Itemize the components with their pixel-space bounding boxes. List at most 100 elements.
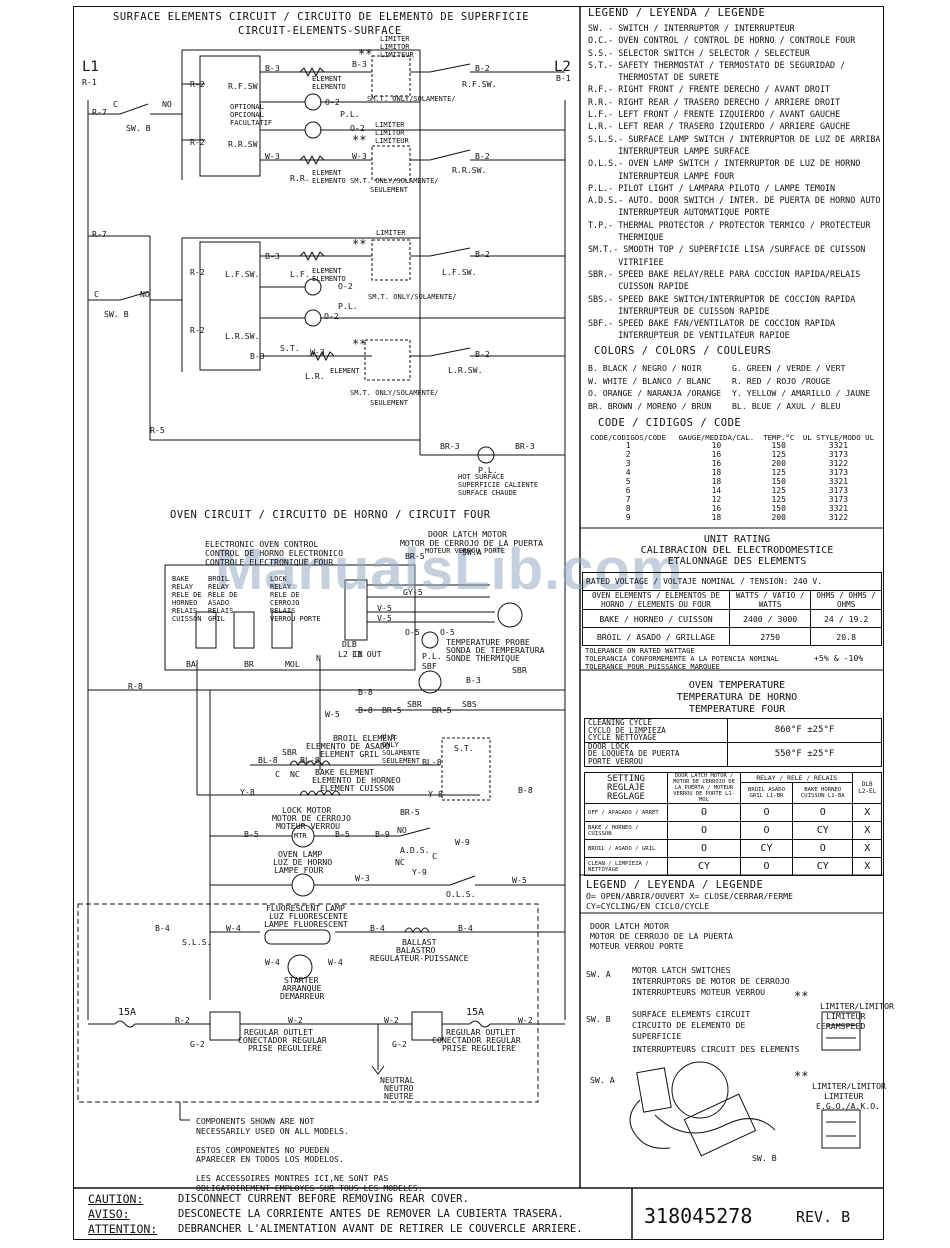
codes-cell: 18 [711, 477, 722, 487]
codes-cell: 3321 [828, 441, 849, 451]
sw-b-callout: SW. B [752, 1153, 777, 1163]
settings-table: SETTING REGLAJE REGLAGE DOOR LATCH MOTOR… [584, 771, 882, 876]
probe-3: SONDE THERMIQUE [446, 653, 520, 663]
wire-b2-lr: B-2 [475, 349, 490, 359]
broil-relay: BROIL RELAY RELE DE ASADO RELAIS GRIL [208, 575, 238, 623]
bake-el-1: BAKE ELEMENT [315, 767, 375, 777]
wire-b5-b: B-5 [335, 829, 350, 839]
sbr-label-c: SBR [282, 747, 297, 757]
seulement-2: SEULEMENT [370, 186, 408, 194]
starter-2: ARRANQUE [282, 983, 322, 993]
latch-swa-3: INTERRUPTEURS MOTEUR VERROU [632, 987, 766, 997]
lr-sw-right: L.R.SW. [448, 365, 483, 375]
codes-cell: 18 [711, 513, 722, 523]
probe-2: SONDA DE TEMPERATURA [446, 645, 545, 655]
oven-lamp-3: LAMPE FOUR [274, 865, 324, 875]
settings-cell: O [667, 821, 741, 840]
ot-lock-label: DOOR LOCK DE LOQUETA DE PUERTA PORTE VER… [584, 741, 728, 767]
wire-w4-c: W-4 [328, 957, 343, 967]
limitor-label-2: LIMITOR [375, 129, 405, 137]
aviso-text: DESCONECTE LA CORRIENTE ANTES DE REMOVER… [178, 1208, 564, 1220]
rr-elemento: ELEMENTO [312, 177, 346, 185]
ads-label: A.D.S. [400, 845, 430, 855]
smt-only-1: SM.T. ONLY/SOLAMENTE/ [367, 95, 456, 103]
l1-label: L1 [82, 59, 99, 75]
codes-cell: 16 [711, 459, 722, 469]
wire-v5-b: V-5 [377, 613, 392, 623]
legend2-line1: O= OPEN/ABRIR/OUVERT X= CLOSE/CERRAR/FER… [586, 891, 794, 901]
codes-cell: 7 [625, 495, 631, 505]
optional-rf: OPTIONAL [230, 103, 264, 111]
wire-w3-lr: W-3 [310, 347, 325, 357]
lim1-label-3: CERAMSPEED [816, 1021, 866, 1031]
settings-cell: CY [792, 857, 854, 876]
sw-no: NO [162, 99, 172, 109]
latch-swb-4: INTERRUPTEURS CIRCUIT DES ELEMENTS [632, 1044, 800, 1054]
rf-switch-label: R.F.SW. [228, 81, 263, 91]
wire-b9: B-9 [375, 829, 390, 839]
lf-element: ELEMENT [312, 267, 342, 275]
broil-el-3: ELEMENT GRIL [320, 749, 380, 759]
legend2-title: LEGEND / LEYENDA / LEGENDE [586, 879, 764, 891]
sw-c-b: C [94, 289, 99, 299]
attention-text: DEBRANCHER L'ALIMENTATION AVANT DE RETIR… [178, 1223, 583, 1235]
sw-no-b: NO [140, 289, 150, 299]
surface-chaude-label: SURFACE CHAUDE [458, 489, 518, 497]
wire-b2-rf: B-2 [475, 63, 490, 73]
wire-b8-a: B-8 [358, 687, 373, 697]
n-label: N [316, 653, 321, 663]
lr-element: ELEMENT [330, 367, 360, 375]
wiring-diagram-sheet [73, 6, 884, 1240]
codes-cell: 3321 [828, 477, 849, 487]
wire-y8: Y-8 [240, 787, 255, 797]
smt-only-3: SM.T. ONLY/SOLAMENTE/ [368, 293, 457, 301]
codes-h-gauge: GAUGE/MEDIDA/CAL. [678, 432, 755, 442]
mtr-label: MTR [294, 832, 307, 840]
starter-1: STARTER [284, 975, 319, 985]
ads-c: C [432, 851, 437, 861]
door-latch-1: DOOR LATCH MOTOR [428, 529, 507, 539]
settings-cell: O [667, 839, 741, 858]
lock-relay: LOCK RELAY RELE DE CERROJO RELAIS VERROU… [270, 575, 321, 623]
ba-label: BA [186, 659, 196, 669]
limiter-star-2: ** [352, 133, 367, 147]
limiter-star-4: ** [352, 337, 367, 351]
wire-br5-top: BR-5 [405, 551, 425, 561]
settings-cell: X [852, 857, 882, 876]
lim1-label-1: LIMITER/LIMITOR [820, 1001, 894, 1011]
unit-rating-table: RATED VOLTAGE / VOLTAJE NOMINAL / TENSIO… [582, 572, 882, 646]
wire-b3-rf: B-3 [265, 63, 280, 73]
ur-bake-label: BAKE / HORNEO / CUISSON [582, 609, 730, 628]
colors-right: G. GREEN / VERDE / VERT R. RED / ROJO /R… [732, 363, 871, 411]
codes-cell: 150 [771, 441, 786, 451]
limiter-star-3: ** [352, 237, 367, 251]
outlet-b-2: CONECTADOR REGULAR [432, 1035, 521, 1045]
st-label: S.T. [280, 343, 300, 353]
sw-c: C [113, 99, 118, 109]
sbr-label-a: SBR [512, 665, 527, 675]
ur-bake-watts: 2400 / 3000 [728, 609, 812, 628]
settings-group-header: RELAY / RELE / RELAIS [739, 771, 854, 784]
codes-cell: 10 [711, 441, 722, 451]
codes-cell: 8 [625, 504, 631, 514]
codes-cell: 3321 [828, 504, 849, 514]
wire-w4-a: W-4 [226, 923, 241, 933]
codes-cell: 3173 [828, 468, 849, 478]
wire-r2-oven: R-2 [175, 1015, 190, 1025]
wire-w2-c: W-2 [518, 1015, 533, 1025]
wire-b3-lf: B-3 [265, 251, 280, 261]
codes-cell: 12 [711, 495, 722, 505]
sbf-label: SBF [422, 661, 437, 671]
limiter-label-3: LIMITER [376, 229, 406, 237]
ur-broil-watts: 2750 [728, 627, 812, 646]
wire-o2-d: O-2 [324, 311, 339, 321]
codes-cell: 125 [771, 450, 786, 460]
wire-bl8-a: BL-8 [258, 755, 278, 765]
outlet-a-2: CONECTADOR REGULAR [238, 1035, 327, 1045]
sls-label: S.L.S. [182, 937, 212, 947]
